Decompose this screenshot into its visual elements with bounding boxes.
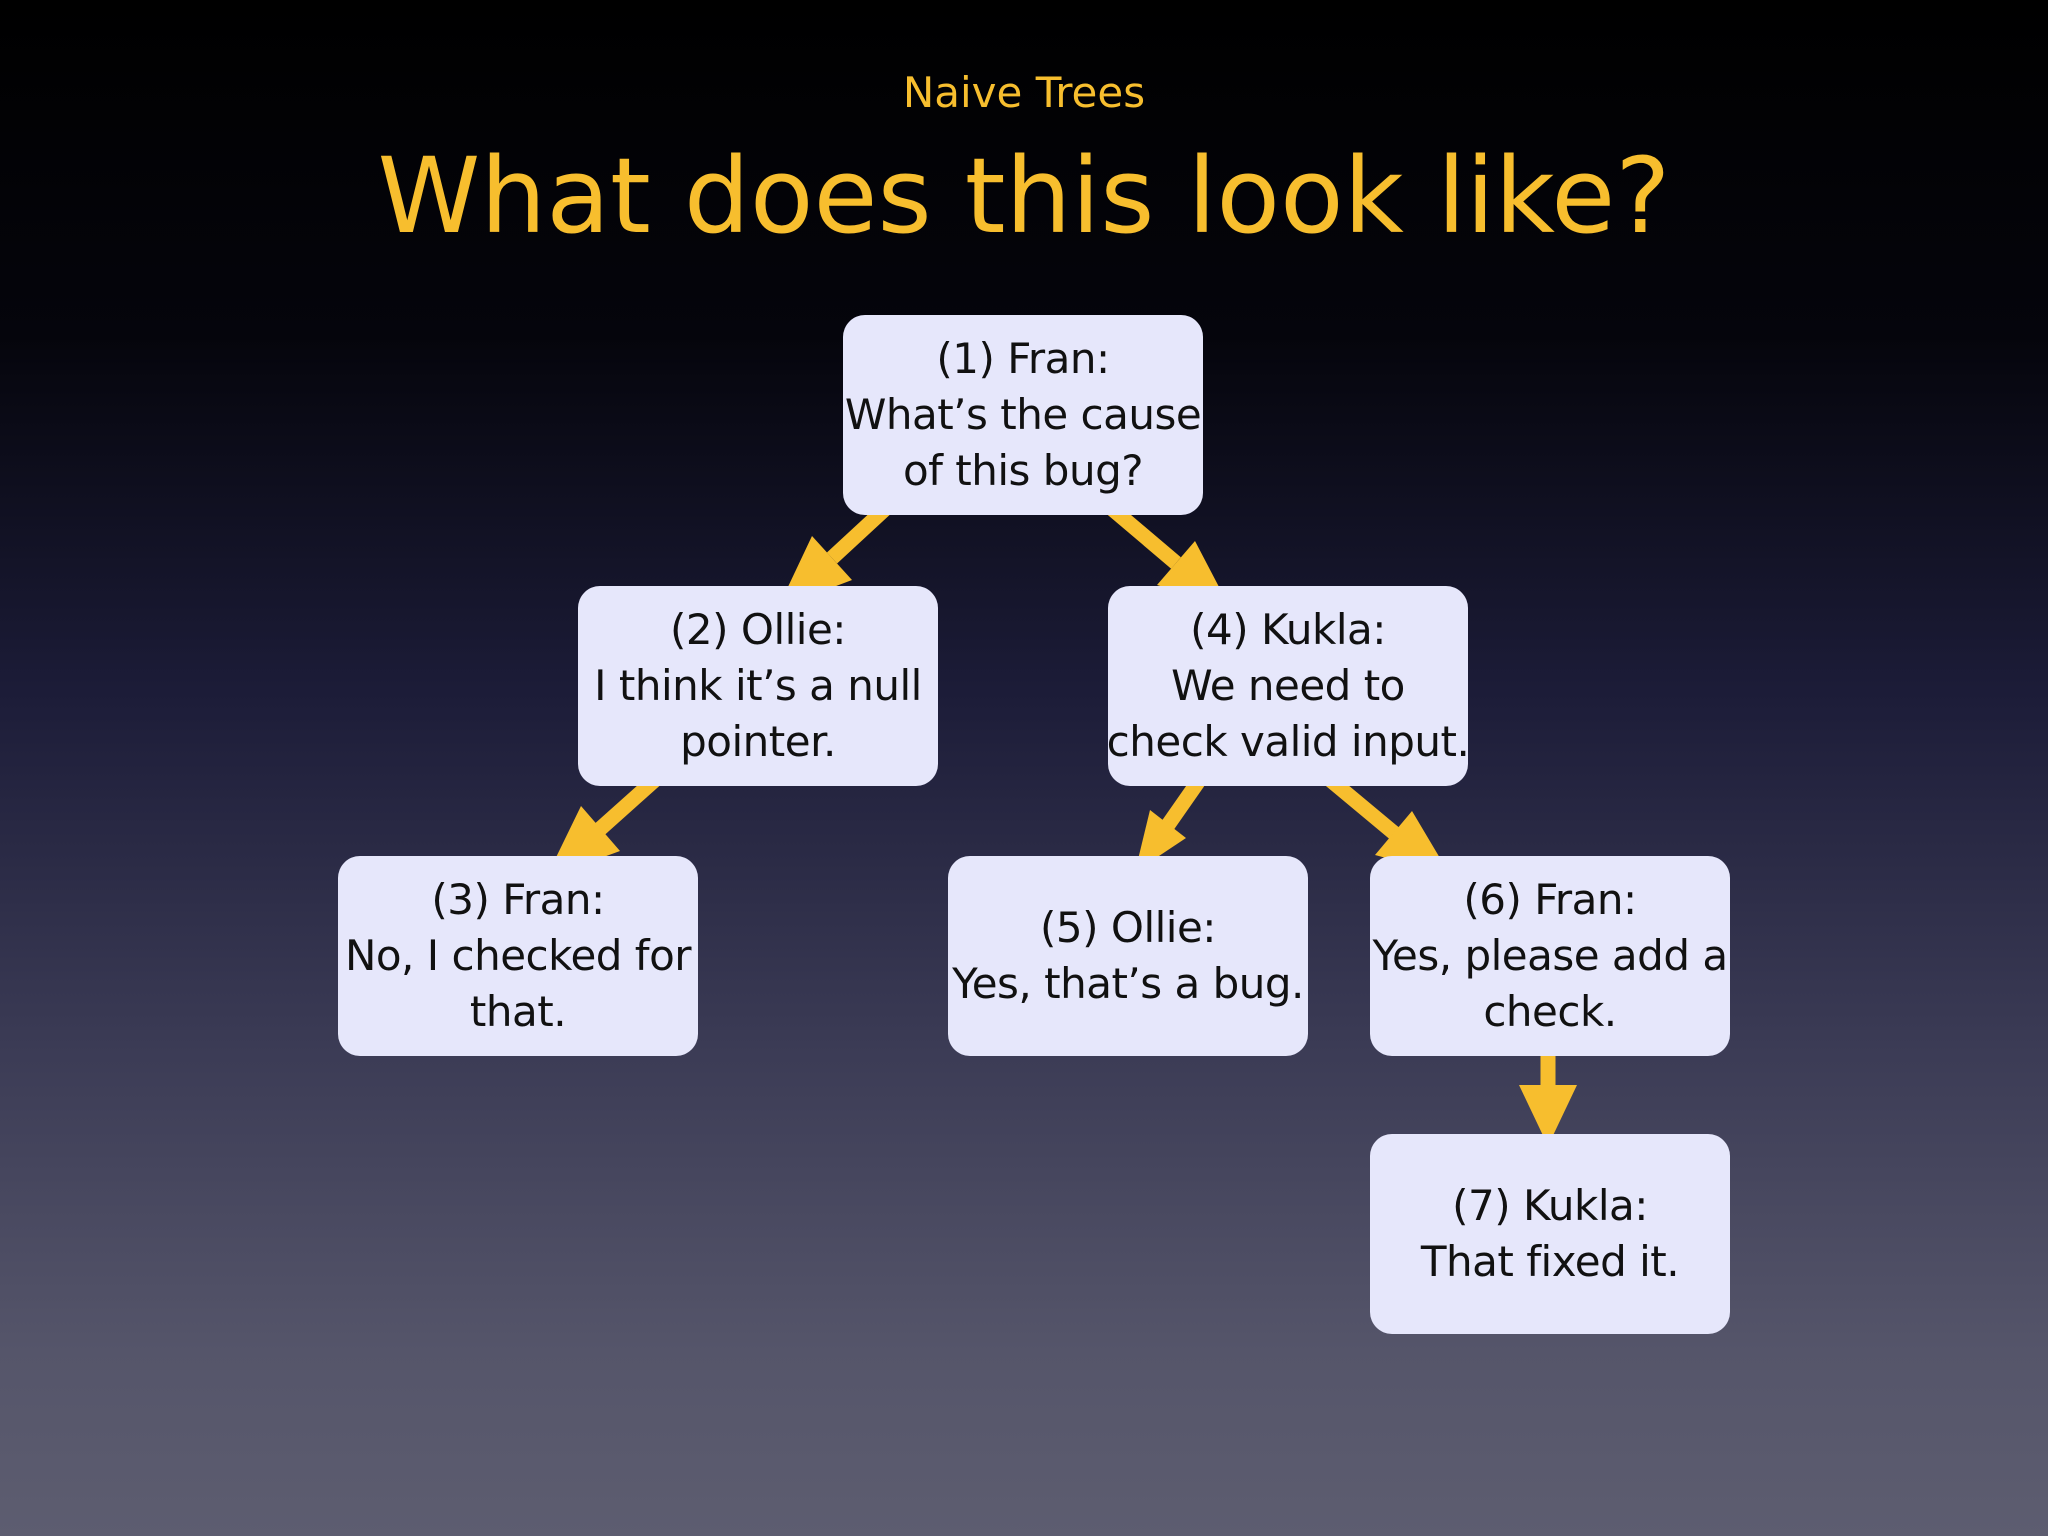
node-speaker: (2) Ollie: (670, 605, 846, 654)
node-text-line: Yes, that’s a bug. (952, 959, 1304, 1008)
tree-node: (5) Ollie: Yes, that’s a bug. (948, 856, 1308, 1056)
node-speaker: (4) Kukla: (1190, 605, 1386, 654)
edge-4-6 (1323, 772, 1399, 839)
node-text-line: check. (1483, 987, 1617, 1036)
edge-1-4 (1105, 501, 1181, 569)
node-text-line: pointer. (680, 717, 836, 766)
node-text-line: What’s the cause (844, 390, 1202, 439)
node-speaker: (3) Fran: (431, 875, 605, 924)
slide-subtitle: Naive Trees (902, 68, 1146, 117)
tree-node: (4) Kukla: We need to check valid input. (1106, 586, 1470, 786)
tree-node: (6) Fran: Yes, please add a check. (1370, 856, 1730, 1056)
node-text-line: That fixed it. (1420, 1237, 1680, 1286)
node-speaker: (7) Kukla: (1452, 1181, 1648, 1230)
tree-node: (2) Ollie: I think it’s a null pointer. (578, 586, 938, 786)
node-text-line: Yes, please add a (1372, 931, 1728, 980)
node-text-line: check valid input. (1106, 717, 1470, 766)
tree-node: (3) Fran: No, I checked for that. (338, 856, 698, 1056)
tree-node: (1) Fran: What’s the cause of this bug? (843, 315, 1203, 515)
edge-4-5 (1161, 777, 1205, 830)
node-text-line: No, I checked for (344, 931, 692, 980)
node-speaker: (6) Fran: (1463, 875, 1637, 924)
node-text-line: that. (469, 987, 567, 1036)
edge-6-7-arrowhead (1519, 1085, 1577, 1146)
node-text-line: of this bug? (902, 446, 1144, 495)
node-speaker: (1) Fran: (936, 334, 1110, 383)
node-text-line: I think it’s a null (594, 661, 922, 710)
node-speaker: (5) Ollie: (1040, 903, 1216, 952)
tree-node: (7) Kukla: That fixed it. (1370, 1134, 1730, 1334)
slide-title: What does this look like? (377, 135, 1671, 257)
node-text-line: We need to (1171, 661, 1405, 710)
